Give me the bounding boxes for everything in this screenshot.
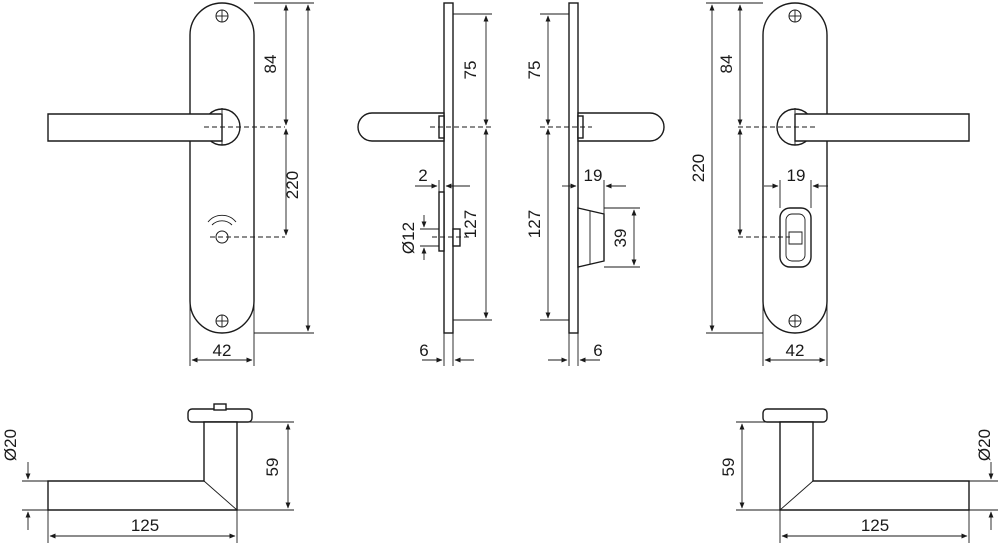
bottom-screw-left: [215, 314, 229, 328]
rose-top-left: [187, 408, 253, 423]
top-view-left: Ø20 59 125: [1, 403, 294, 543]
lever-right: [794, 113, 970, 142]
turn-spindle-left: [452, 228, 461, 247]
dim-d20-left: Ø20: [1, 429, 20, 461]
top-screw-right: [788, 9, 802, 23]
plate-profile-right: [568, 2, 579, 334]
lever-top-right: [779, 421, 970, 511]
dim-39-right: 39: [611, 229, 630, 248]
front-view-right: 220 84 19 42: [689, 2, 970, 366]
dim-6-right: 6: [593, 341, 602, 360]
plate-profile-left: [443, 2, 454, 334]
lever-profile-left: [357, 112, 445, 142]
dim-42-left: 42: [213, 341, 232, 360]
side-view-left: 75 127 2 Ø12 6: [357, 2, 492, 366]
dim-220-right: 220: [689, 154, 708, 182]
dim-19-front-right: 19: [787, 166, 806, 185]
dim-75-left: 75: [461, 61, 480, 80]
dim-59-left: 59: [263, 458, 282, 477]
bottom-screw-right: [788, 314, 802, 328]
dim-19-side-right: 19: [584, 166, 603, 185]
dim-59-right: 59: [719, 458, 738, 477]
dim-84-left: 84: [261, 55, 280, 74]
lever-profile-right: [577, 112, 665, 142]
side-view-right: 75 127 19 39 6: [525, 2, 665, 366]
dim-75-right: 75: [525, 61, 544, 80]
top-view-right: 59 Ø20 125: [719, 408, 998, 543]
dim-42-right: 42: [786, 341, 805, 360]
emergency-release-right: [738, 207, 812, 268]
front-view-left: 84 220 42: [47, 2, 314, 366]
dim-d12-left: Ø12: [399, 222, 418, 254]
backplate-left: [189, 2, 255, 334]
dim-127-left: 127: [461, 210, 480, 238]
dim-2-left: 2: [418, 166, 427, 185]
dim-125-left: 125: [131, 516, 159, 535]
privacy-turn-left: [207, 214, 285, 244]
dim-6-left: 6: [419, 341, 428, 360]
dim-220-inner-left: 220: [283, 171, 302, 199]
rose-top-right: [762, 408, 828, 423]
top-screw-left: [215, 9, 229, 23]
dim-127-right: 127: [525, 210, 544, 238]
dim-d20-right: Ø20: [975, 429, 994, 461]
lever-top-left: [47, 421, 238, 511]
dim-84-right: 84: [717, 55, 736, 74]
lever-left: [47, 113, 223, 142]
dim-125-right: 125: [861, 516, 889, 535]
release-profile-right: [577, 207, 605, 268]
